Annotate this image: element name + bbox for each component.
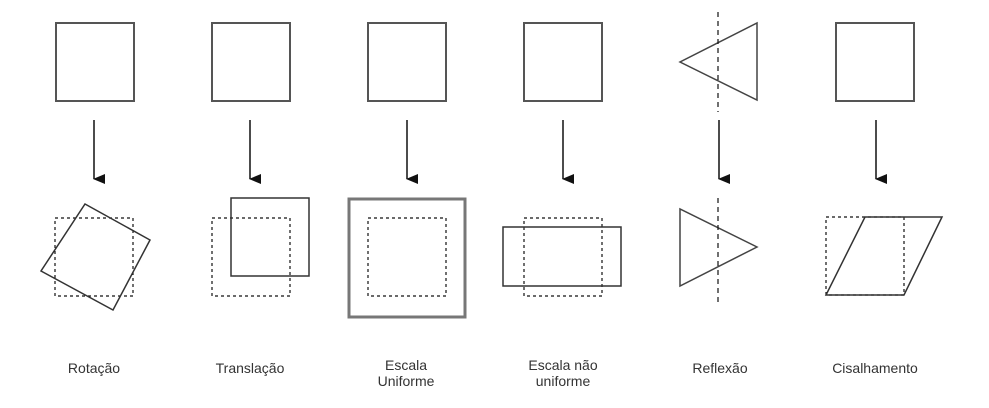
label-shear: Cisalhamento bbox=[832, 360, 918, 376]
label-rotation: Rotação bbox=[67, 360, 121, 376]
rotation-group bbox=[39, 22, 152, 312]
non-uniform-scale-reference-square bbox=[523, 217, 603, 297]
non-uniform-scale-original-square bbox=[523, 22, 603, 102]
translation-reference-square bbox=[211, 217, 291, 297]
rotation-original-square bbox=[55, 22, 135, 102]
rotation-rotated-square bbox=[39, 203, 152, 312]
shear-sheared-parallelogram bbox=[824, 216, 944, 296]
rotation-reference-square bbox=[54, 217, 134, 297]
non-uniform-scale-stretched-rect bbox=[502, 226, 622, 287]
uniform-scale-scaled-square bbox=[347, 197, 467, 319]
shear-reference-square bbox=[825, 216, 905, 296]
label-non-uniform-scale: Escala não uniforme bbox=[528, 357, 598, 389]
label-reflection: Reflexão bbox=[692, 360, 748, 376]
uniform-scale-group bbox=[347, 22, 467, 319]
label-translation: Translação bbox=[215, 360, 285, 376]
shear-group bbox=[824, 22, 944, 296]
uniform-scale-original-square bbox=[367, 22, 447, 102]
non-uniform-scale-group bbox=[502, 22, 622, 297]
translation-original-square bbox=[211, 22, 291, 102]
translation-group bbox=[211, 22, 310, 297]
shear-original-square bbox=[835, 22, 915, 102]
uniform-scale-reference-square bbox=[367, 217, 447, 297]
translation-moved-square bbox=[230, 197, 310, 277]
reflection-group bbox=[678, 12, 759, 305]
label-uniform-scale: Escala Uniforme bbox=[377, 357, 435, 389]
